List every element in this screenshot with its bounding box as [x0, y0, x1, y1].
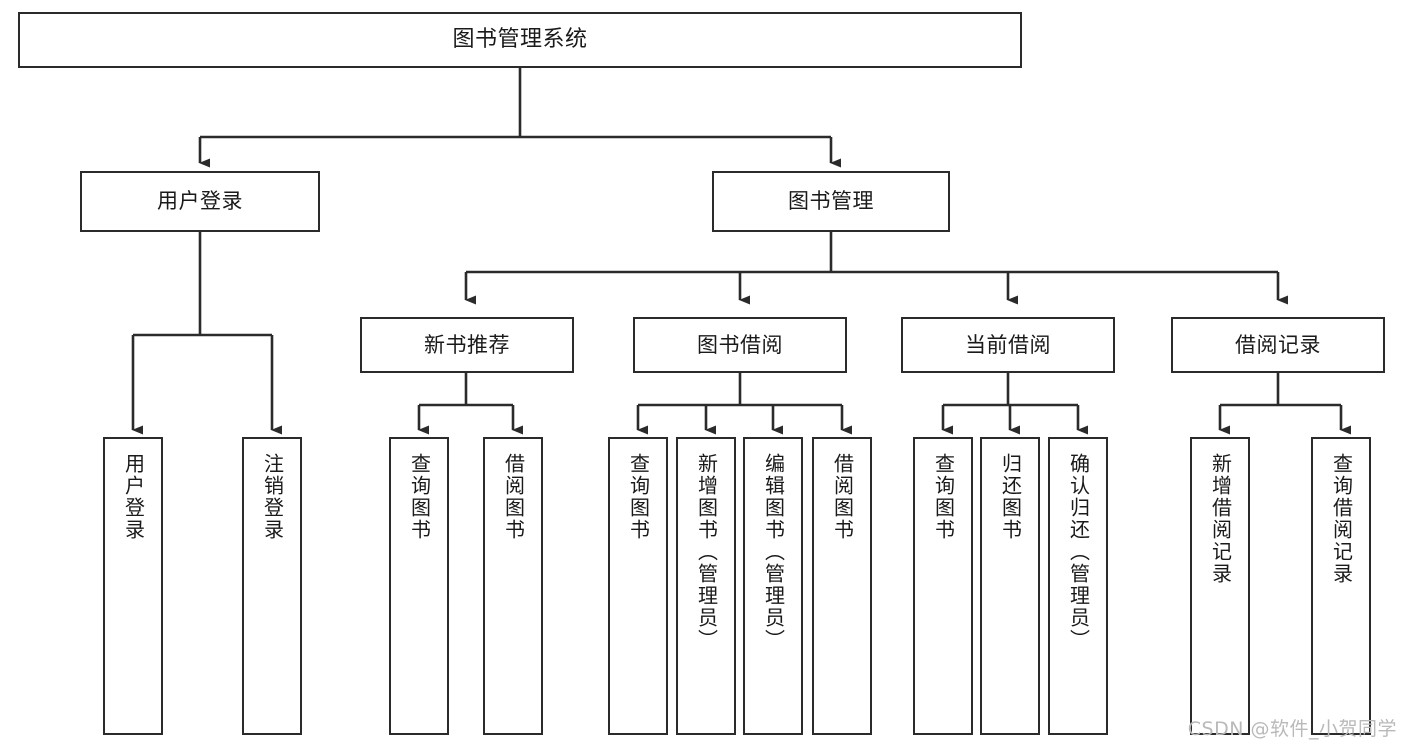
node-leaf-query-record[interactable]: 查询借阅记录 [1311, 437, 1371, 735]
node-leaf-query-book-c[interactable]: 查询图书 [913, 437, 973, 735]
node-book-borrow-label: 图书借阅 [697, 332, 783, 357]
node-leaf-add-record[interactable]: 新增借阅记录 [1190, 437, 1250, 735]
node-leaf-borrow-book-b[interactable]: 借阅图书 [812, 437, 872, 735]
node-leaf-edit-book[interactable]: 编辑图书（管理员） [743, 437, 803, 735]
node-root[interactable]: 图书管理系统 [18, 12, 1022, 68]
node-leaf-logout[interactable]: 注销登录 [242, 437, 302, 735]
node-leaf-query-book-b-label: 查询图书 [626, 453, 651, 541]
node-leaf-borrow-book-b-label: 借阅图书 [830, 453, 855, 541]
node-leaf-query-book-a[interactable]: 查询图书 [389, 437, 449, 735]
node-leaf-confirm-return[interactable]: 确认归还（管理员） [1048, 437, 1108, 735]
node-book-manage-label: 图书管理 [788, 189, 874, 214]
node-leaf-add-record-label: 新增借阅记录 [1208, 453, 1233, 585]
node-leaf-user-login-label: 用户登录 [121, 453, 146, 541]
node-leaf-query-record-label: 查询借阅记录 [1329, 453, 1354, 585]
node-book-manage[interactable]: 图书管理 [712, 171, 950, 232]
node-root-label: 图书管理系统 [452, 27, 588, 53]
node-current-borrow[interactable]: 当前借阅 [901, 317, 1115, 373]
node-new-book-rec-label: 新书推荐 [424, 332, 510, 357]
node-leaf-query-book-c-label: 查询图书 [931, 453, 956, 541]
node-new-book-rec[interactable]: 新书推荐 [360, 317, 574, 373]
node-leaf-add-book-label: 新增图书（管理员） [694, 453, 719, 651]
node-leaf-query-book-a-label: 查询图书 [407, 453, 432, 541]
node-leaf-borrow-book-a[interactable]: 借阅图书 [483, 437, 543, 735]
node-leaf-return-book[interactable]: 归还图书 [980, 437, 1040, 735]
node-leaf-borrow-book-a-label: 借阅图书 [501, 453, 526, 541]
node-user-login-label: 用户登录 [157, 189, 243, 214]
node-leaf-logout-label: 注销登录 [260, 453, 285, 541]
node-book-borrow[interactable]: 图书借阅 [633, 317, 847, 373]
node-leaf-query-book-b[interactable]: 查询图书 [608, 437, 668, 735]
node-leaf-return-book-label: 归还图书 [998, 453, 1023, 541]
node-borrow-record-label: 借阅记录 [1235, 332, 1321, 357]
node-leaf-edit-book-label: 编辑图书（管理员） [761, 453, 786, 651]
watermark: CSDN @软件_小贺同学 [1187, 718, 1397, 740]
node-leaf-confirm-return-label: 确认归还（管理员） [1066, 453, 1091, 651]
node-borrow-record[interactable]: 借阅记录 [1171, 317, 1385, 373]
node-current-borrow-label: 当前借阅 [965, 332, 1051, 357]
node-leaf-add-book[interactable]: 新增图书（管理员） [676, 437, 736, 735]
node-leaf-user-login[interactable]: 用户登录 [103, 437, 163, 735]
node-user-login[interactable]: 用户登录 [80, 171, 320, 232]
